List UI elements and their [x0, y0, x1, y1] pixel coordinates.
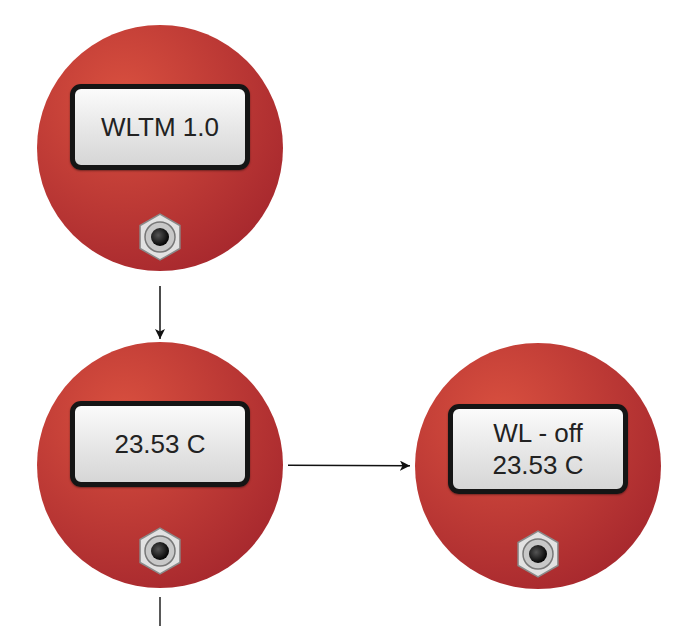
display-text: 23.53 C — [492, 449, 583, 481]
display-text: 23.53 C — [114, 428, 205, 460]
display-text: WL - off — [493, 417, 583, 449]
cable-line — [159, 597, 161, 626]
device-circle: WLTM 1.0 — [36, 24, 284, 272]
flow-arrow — [288, 465, 410, 467]
lcd-display: WL - off23.53 C — [448, 404, 628, 494]
flow-arrow — [159, 286, 161, 339]
cable-gland — [140, 528, 180, 574]
device-circle-shape — [415, 343, 661, 589]
lcd-display: 23.53 C — [70, 401, 250, 487]
device-circle: 23.53 C — [36, 341, 284, 589]
device-circle-shape — [37, 342, 283, 588]
device-circle-shape — [37, 25, 283, 271]
cable-gland — [140, 214, 180, 260]
display-text: WLTM 1.0 — [101, 111, 219, 143]
device-circle: WL - off23.53 C — [414, 342, 662, 590]
lcd-display: WLTM 1.0 — [70, 84, 250, 170]
cable-gland — [518, 531, 558, 577]
